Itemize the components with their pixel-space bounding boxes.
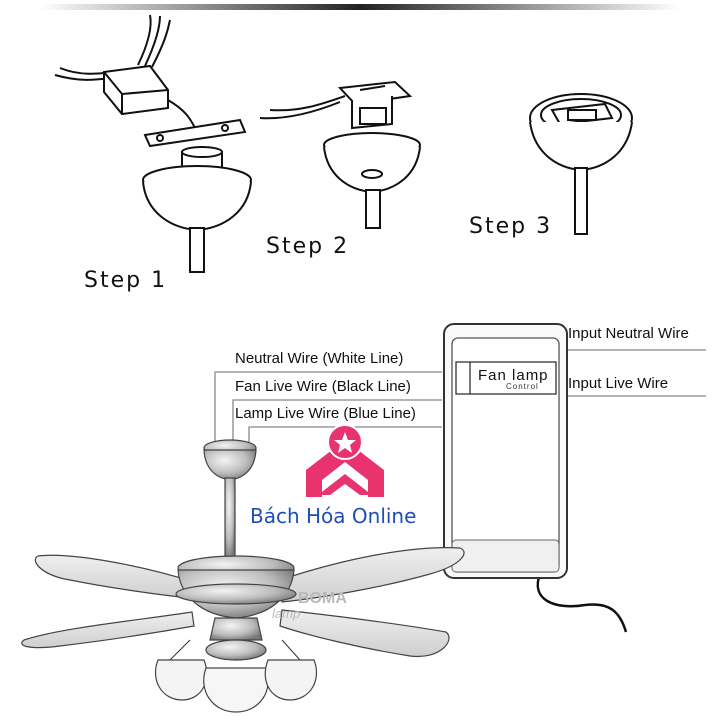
watermark-top: BOMA [298,590,347,607]
fan-blade-right-top [279,547,465,603]
step-1-label: Step 1 [84,268,168,293]
ceiling-fan-illustration [21,439,465,713]
lamp-live-wire-label: Lamp Live Wire (Blue Line) [235,405,416,422]
shop-name: Bách Hóa Online [250,504,417,528]
neutral-wire-label: Neutral Wire (White Line) [235,350,404,367]
step3-illustration [529,93,633,235]
step1-illustration [54,14,252,273]
step-2-label: Step 2 [266,234,350,259]
step2-illustration [259,80,421,229]
watermark-bottom: lamp [272,606,301,621]
top-divider [40,4,680,10]
fan-blade-left-bottom [21,611,195,649]
shop-logo [306,424,384,497]
fan-blade-left-top [34,554,195,599]
step-3-label: Step 3 [469,214,553,239]
controller-box [443,323,568,579]
controller-title: Fan lamp [478,367,549,384]
fan-live-wire-label: Fan Live Wire (Black Line) [235,378,411,395]
controller-subtitle: Control [506,382,539,391]
fan-blade-right-bottom [279,609,450,658]
fan-live-wire-line [232,399,442,442]
controller-cord [536,573,628,633]
lamp-live-wire-line [248,426,442,442]
wiring-lines [214,349,706,442]
input-neutral-wire-label: Input Neutral Wire [568,325,689,342]
input-live-wire-label: Input Live Wire [568,375,669,392]
neutral-wire-line [214,371,442,442]
